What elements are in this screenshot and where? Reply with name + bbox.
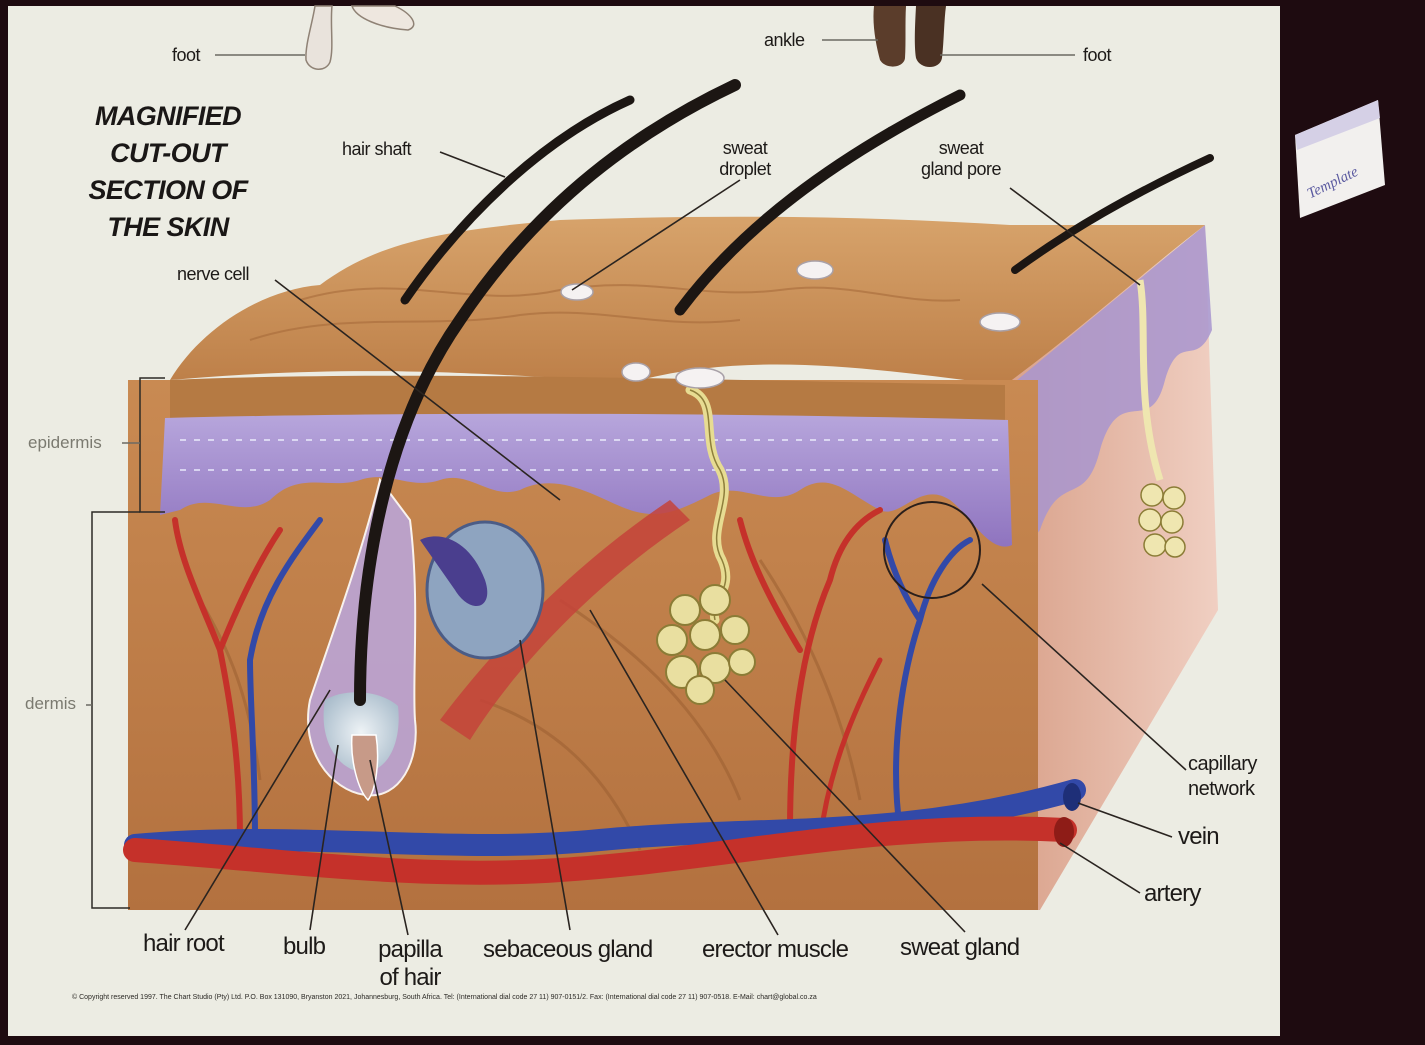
label-dermis: dermis	[25, 694, 76, 714]
label-nerve-cell: nerve cell	[177, 264, 249, 285]
label-foot-left: foot	[172, 45, 200, 66]
label-epidermis: epidermis	[28, 433, 102, 453]
label-papilla-line-2: of hair	[365, 964, 455, 992]
label-sebaceous-gland: sebaceous gland	[483, 936, 652, 964]
label-artery: artery	[1144, 880, 1201, 908]
label-bulb: bulb	[283, 933, 325, 961]
label-hair-shaft: hair shaft	[342, 139, 411, 160]
label-papilla-line-1: papilla	[365, 936, 455, 964]
label-sweat-gland-pore-line-2: gland pore	[905, 159, 1017, 180]
label-ankle: ankle	[764, 30, 805, 51]
artery-opening	[1054, 817, 1074, 847]
label-sweat-gland-pore-line-1: sweat	[905, 138, 1017, 159]
label-vein: vein	[1178, 823, 1219, 851]
label-sweat-gland: sweat gland	[900, 934, 1019, 962]
label-capillary-network: capillary network	[1188, 752, 1257, 802]
title-line-3: SECTION OF	[58, 172, 278, 209]
label-sweat-droplet-line-2: droplet	[700, 159, 790, 180]
poster-title: MAGNIFIED CUT-OUT SECTION OF THE SKIN	[58, 98, 278, 246]
label-papilla-of-hair: papilla of hair	[365, 936, 455, 992]
label-sweat-droplet: sweat droplet	[700, 138, 790, 180]
label-capillary-network-line-1: capillary	[1188, 752, 1257, 777]
title-line-1: MAGNIFIED	[58, 98, 278, 135]
label-capillary-network-line-2: network	[1188, 777, 1257, 802]
title-line-2: CUT-OUT	[58, 135, 278, 172]
label-sweat-gland-pore: sweat gland pore	[905, 138, 1017, 180]
sweat-gland-coil-side	[1139, 484, 1185, 557]
label-hair-root: hair root	[143, 930, 224, 958]
label-erector-muscle: erector muscle	[702, 936, 848, 964]
copyright-line: © Copyright reserved 1997. The Chart Stu…	[72, 994, 817, 1001]
vein-opening	[1063, 783, 1081, 811]
label-foot-right: foot	[1083, 45, 1111, 66]
title-line-4: THE SKIN	[58, 209, 278, 246]
label-sweat-droplet-line-1: sweat	[700, 138, 790, 159]
